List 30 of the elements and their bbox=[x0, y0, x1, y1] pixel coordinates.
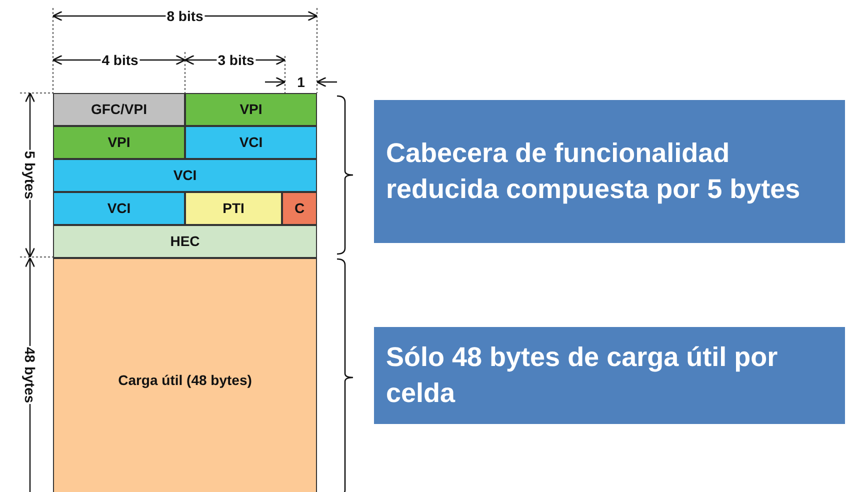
header-field bbox=[185, 93, 317, 126]
payload-field bbox=[53, 258, 317, 492]
callout-text: Sólo 48 bytes de carga útil por celda bbox=[386, 341, 779, 410]
dimension-label: 5 bytes bbox=[23, 150, 37, 200]
field-label: VPI bbox=[240, 100, 262, 119]
field-label: Carga útil (48 bytes) bbox=[118, 370, 252, 390]
dimension-label: 3 bits bbox=[216, 53, 256, 67]
dimension-label: 4 bits bbox=[100, 53, 140, 67]
header-field bbox=[185, 126, 317, 159]
header-field bbox=[282, 192, 317, 225]
header-field bbox=[53, 126, 185, 159]
dimension-label: 1 bbox=[296, 75, 306, 89]
header-field bbox=[53, 159, 317, 192]
dimension-label: 48 bytes bbox=[23, 346, 37, 404]
header-field bbox=[53, 192, 185, 225]
dimension-label: 8 bits bbox=[166, 9, 204, 23]
callout-box bbox=[374, 327, 845, 424]
header-field bbox=[185, 192, 282, 225]
callout-box bbox=[374, 100, 845, 243]
field-label: GFC/VPI bbox=[90, 100, 147, 119]
field-label: VPI bbox=[108, 133, 130, 152]
field-label: HEC bbox=[170, 232, 200, 251]
field-label: VCI bbox=[239, 133, 263, 152]
field-label: PTI bbox=[222, 199, 244, 218]
header-field bbox=[53, 93, 185, 126]
callout-text: Cabecera de funcionalidad reducida compuesta por 5 bytes bbox=[386, 137, 802, 206]
field-label: C bbox=[294, 199, 305, 218]
header-field bbox=[53, 225, 317, 258]
field-label: VCI bbox=[107, 199, 131, 218]
field-label: VCI bbox=[173, 166, 197, 185]
